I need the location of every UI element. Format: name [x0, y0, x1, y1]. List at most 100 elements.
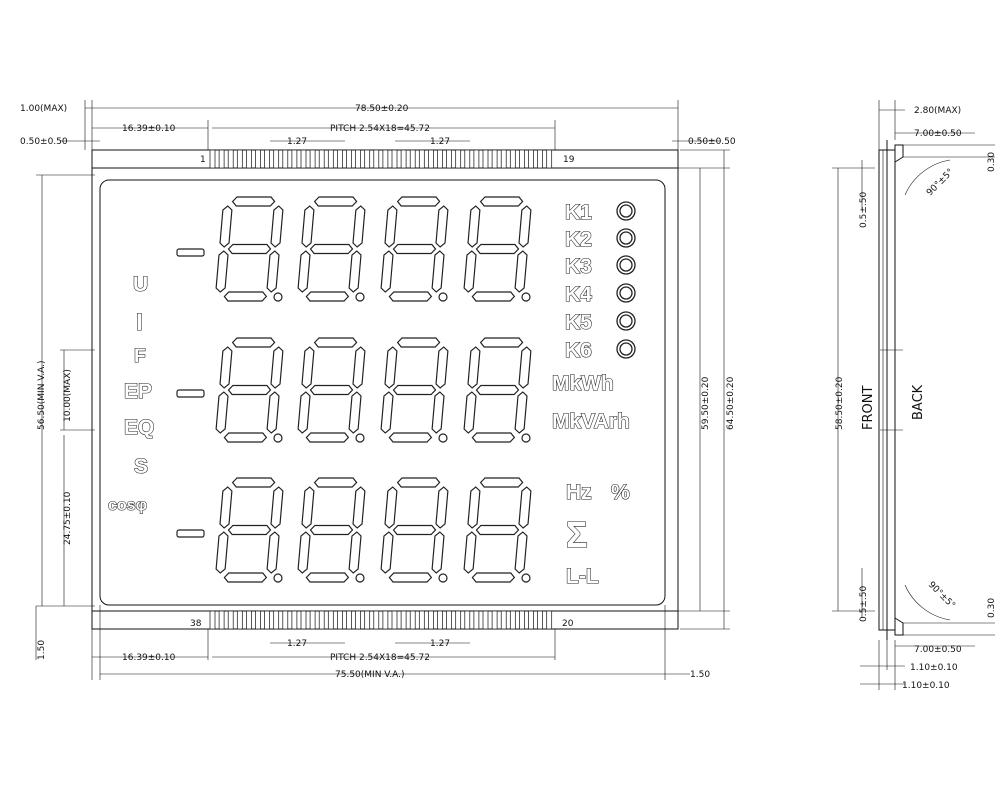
seg-g [392, 384, 437, 396]
pin [227, 149, 234, 169]
seg-g [309, 384, 354, 396]
seg-g [227, 243, 272, 255]
seg-d [305, 572, 350, 583]
seg-f [301, 346, 315, 389]
label-k4: K4 [565, 283, 592, 306]
seg-g [227, 384, 272, 396]
side-pin-len-top: 7.00±0.50 [914, 129, 962, 139]
seg-b [270, 346, 284, 389]
pin [446, 149, 452, 169]
dim-height-va: 56.50(MIN V.A.) [37, 360, 47, 430]
side-front-label: FRONT [861, 386, 876, 430]
dim-top-thickness: 1.00(MAX) [20, 104, 67, 114]
seg-e [380, 250, 394, 293]
seg-a [479, 477, 524, 488]
pin [346, 149, 352, 169]
seg-b [435, 205, 449, 248]
side-back-label: BACK [911, 384, 926, 420]
pin [537, 610, 543, 630]
seg-d [471, 572, 516, 583]
pin [318, 610, 325, 630]
pin [464, 610, 471, 630]
side-angle-bottom: 90°±5° [926, 580, 957, 611]
seg-f [301, 205, 315, 248]
label-sigma: Σ [566, 514, 588, 555]
pin [246, 610, 252, 630]
pin [509, 610, 516, 630]
seg-c [266, 531, 280, 574]
decimal-point [355, 433, 365, 443]
dim-digit-height: 10.00(MAX) [63, 369, 73, 422]
seg-f [301, 486, 315, 529]
seg-e [215, 250, 229, 293]
digit-rows [176, 196, 532, 583]
side-clearance-top: 0.30 [987, 152, 997, 172]
seg-e [463, 531, 477, 574]
dim-pitch-top: PITCH 2.54X18=45.72 [330, 124, 430, 134]
k-circles [616, 201, 636, 359]
pin [355, 149, 361, 169]
pin [218, 610, 225, 630]
pin [491, 610, 498, 630]
pin [473, 149, 480, 169]
label-mkvarh: MkVArh [552, 410, 630, 433]
pin [437, 610, 443, 630]
seg-b [435, 346, 449, 389]
side-view: 58.50±0.20 FRONT BACK 0.5±.50 0.5±.50 2.… [832, 100, 997, 691]
side-clearance-bottom: 0.30 [987, 598, 997, 618]
pin [246, 149, 252, 169]
front-view: 1 19 38 20 1.00(MAX) 78.50±0.20 16.39±0.… [20, 100, 736, 680]
seg-e [297, 531, 311, 574]
pin [337, 149, 343, 169]
seg-d [388, 572, 433, 583]
decimal-point [521, 573, 531, 583]
pin [500, 610, 507, 630]
seg-c [431, 250, 445, 293]
pin [218, 149, 225, 169]
seg-e [463, 391, 477, 434]
seg-f [219, 205, 233, 248]
seg-c [266, 391, 280, 434]
unit-symbols: MkWh MkVArh Hz % Σ L-L [551, 371, 630, 588]
side-lead-b: 1.10±0.10 [902, 681, 950, 691]
label-ep: EP [124, 380, 152, 403]
pin [391, 610, 398, 630]
dim-width-va: 75.50(MIN V.A.) [335, 670, 405, 680]
label-hz: Hz [566, 481, 592, 504]
seg-f [384, 346, 398, 389]
side-angle-top: 90°±5° [925, 167, 956, 198]
seg-b [518, 346, 532, 389]
dim-edge-right: 0.50±0.50 [688, 137, 736, 147]
top-pins [209, 149, 553, 169]
dim-edge-left: 0.50±0.50 [20, 137, 68, 147]
pin [282, 149, 289, 169]
seg-d [388, 291, 433, 302]
dim-bottom-offset: 24.75±0.10 [63, 491, 73, 545]
pin [327, 610, 334, 630]
seg-f [467, 346, 481, 389]
side-height: 58.50±0.20 [835, 376, 845, 430]
viewing-area [99, 179, 666, 606]
pin [546, 610, 553, 630]
seg-g [475, 524, 520, 536]
seg-g [227, 524, 272, 536]
pin [309, 610, 316, 630]
pin [455, 610, 462, 630]
dim-pin-pitch-bottom-b: 1.27 [430, 639, 450, 649]
decimal-point [438, 573, 448, 583]
seg-g [475, 243, 520, 255]
seg-a [231, 337, 276, 348]
pin [273, 610, 280, 630]
seg-a [313, 337, 358, 348]
seg-g [309, 524, 354, 536]
seg-b [435, 486, 449, 529]
seg-c [514, 531, 528, 574]
seg-a [231, 196, 276, 207]
pin [373, 610, 380, 630]
label-cosphi: cosφ [108, 497, 147, 514]
seg-c [431, 391, 445, 434]
seg-d [223, 572, 268, 583]
pin [209, 610, 216, 630]
seg-e [215, 391, 229, 434]
